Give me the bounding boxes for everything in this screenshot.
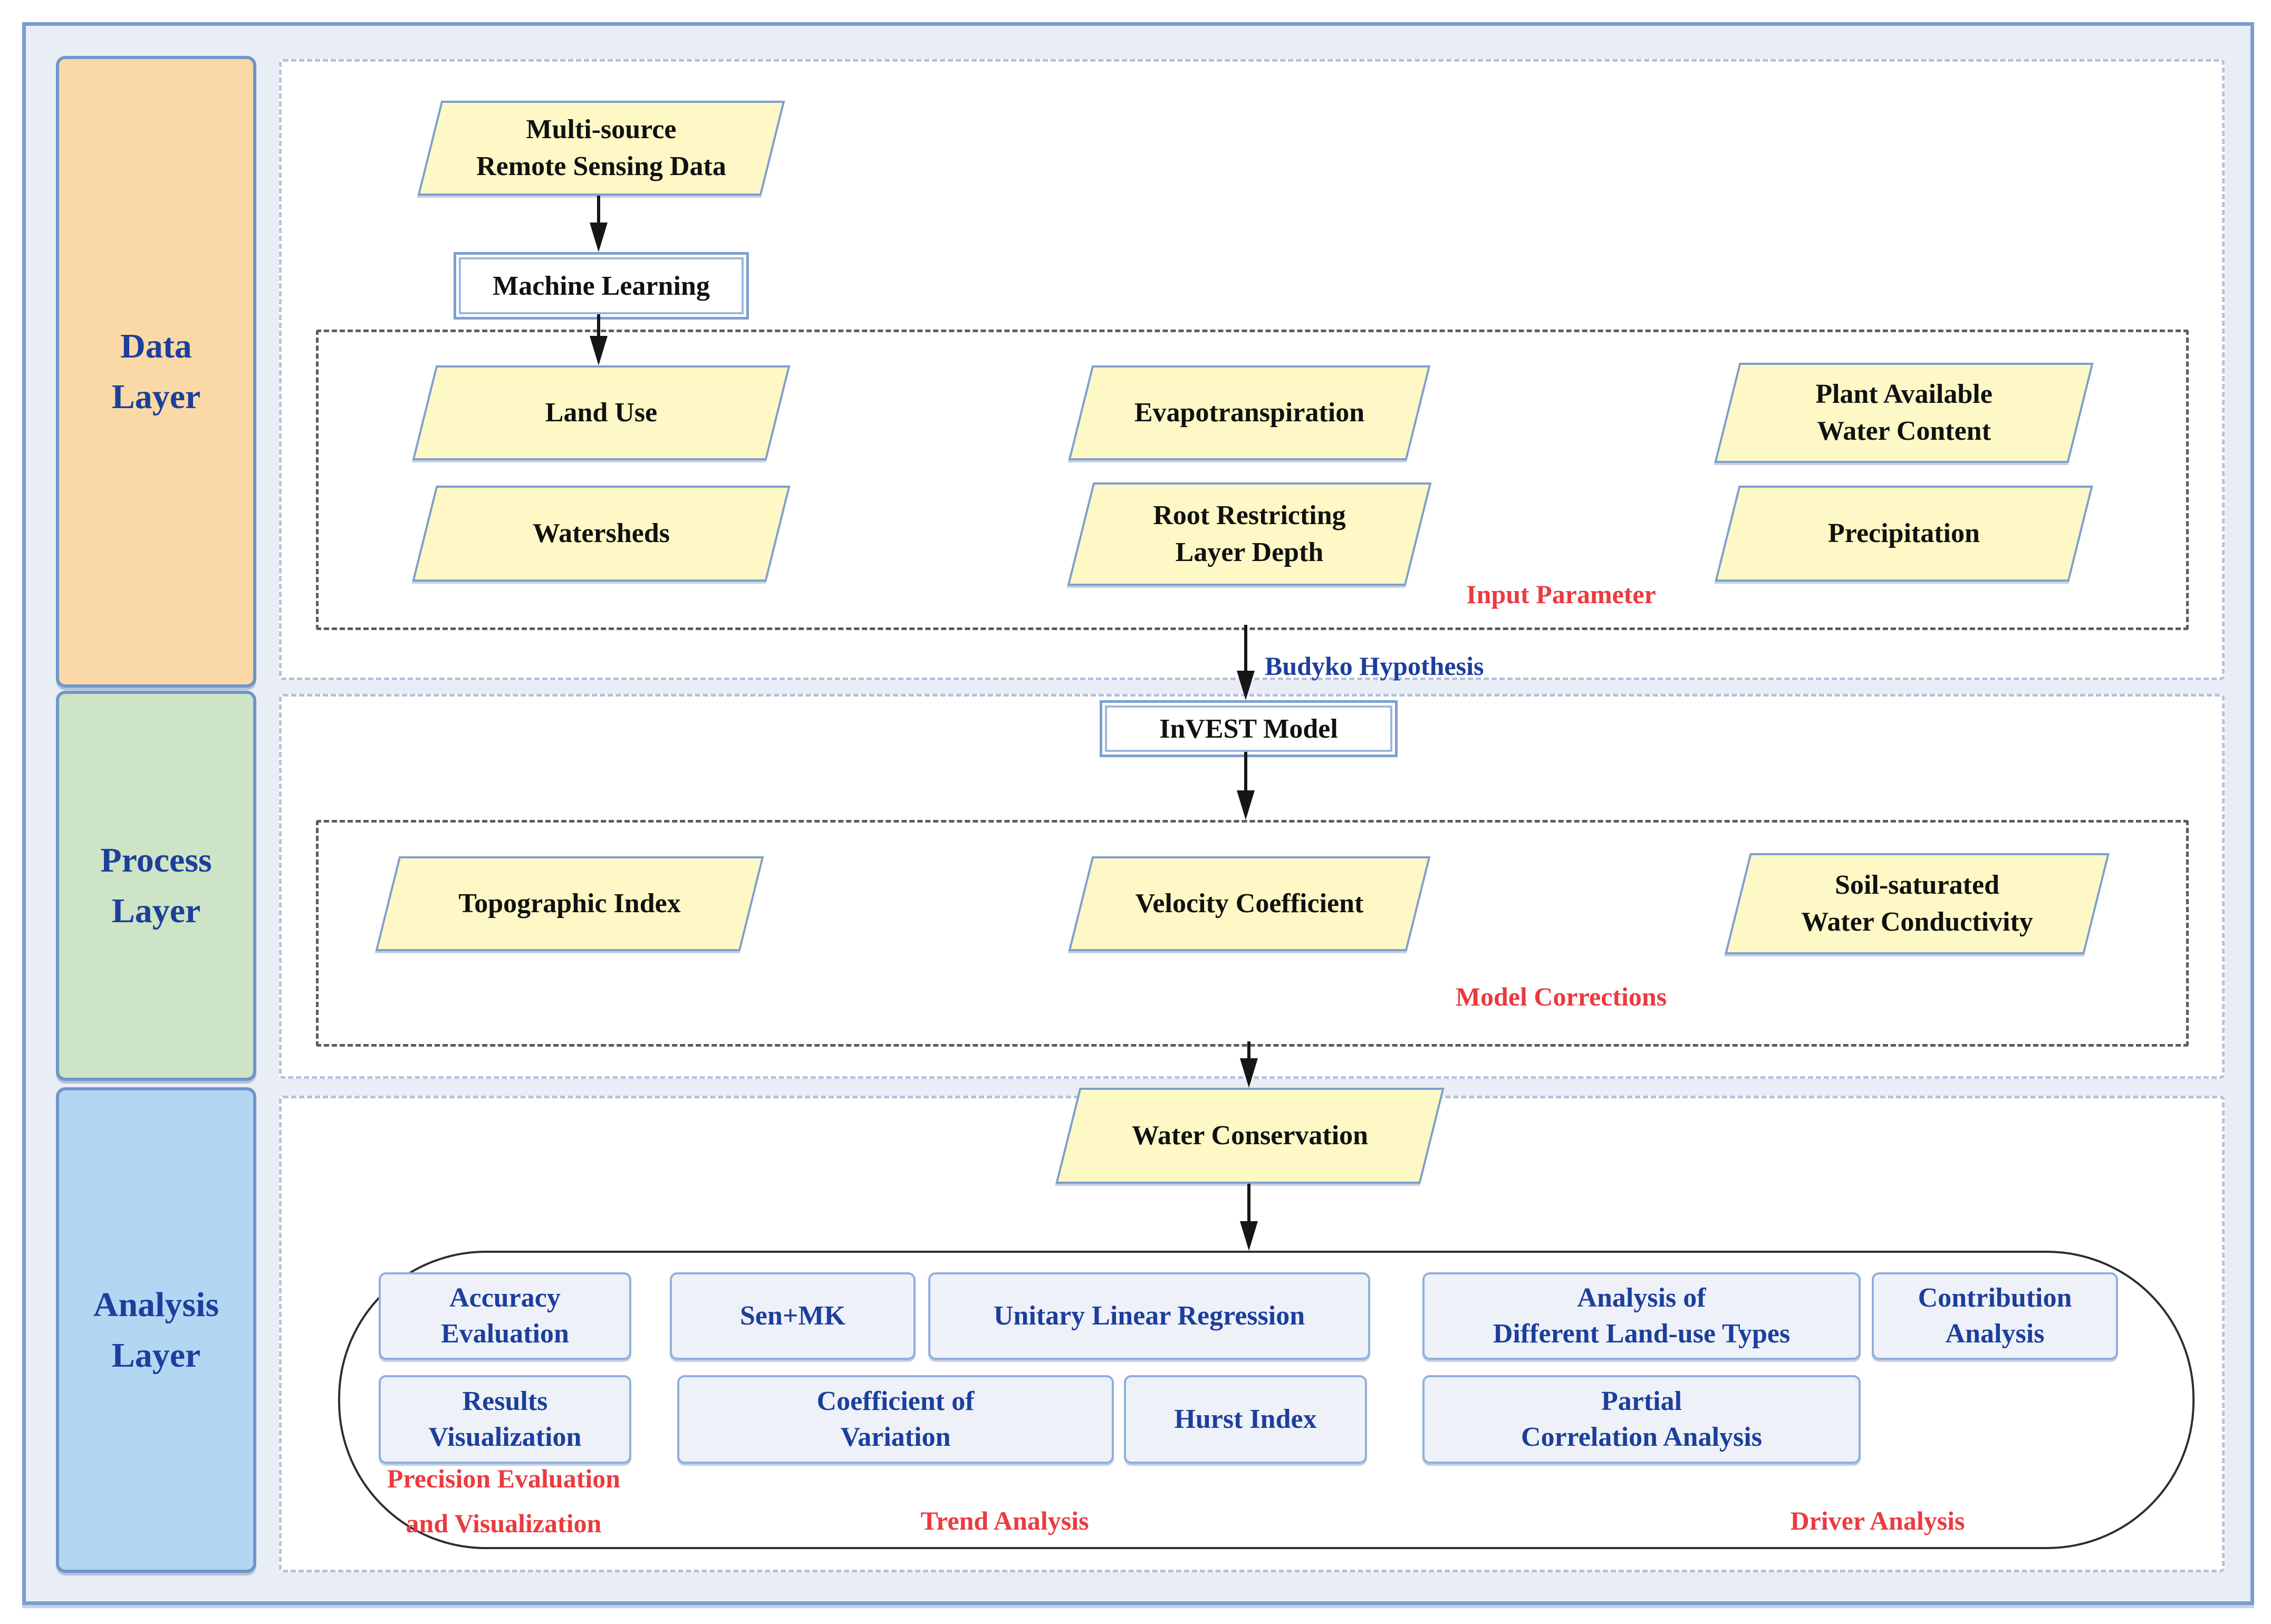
node-invest-model: InVEST Model: [1100, 700, 1398, 757]
process-layer-label: Process Layer: [100, 841, 212, 930]
arrowhead-icon: [1237, 790, 1255, 820]
arrowhead-icon: [1240, 1221, 1258, 1251]
box-sen-mk-label: Sen+MK: [739, 1301, 846, 1331]
box-contribution-analysis: Contribution Analysis: [1872, 1272, 2118, 1360]
node-watersheds: Watersheds: [411, 486, 791, 582]
arrow-multisource-to-ml: [590, 196, 608, 252]
precision-evaluation-caption: Precision Evaluation and Visualization: [387, 1464, 621, 1538]
box-analysis-landuse-types: Analysis of Different Land-use Types: [1422, 1272, 1861, 1360]
model-corrections-group: [316, 820, 2189, 1047]
node-multi-source-label: Multi-source Remote Sensing Data: [476, 114, 726, 181]
box-hurst-index-label: Hurst Index: [1174, 1404, 1317, 1435]
box-coefficient-of-variation: Coefficient of Variation: [677, 1375, 1114, 1464]
node-machine-learning-label: Machine Learning: [493, 270, 710, 301]
driver-analysis-caption: Driver Analysis: [1790, 1506, 1965, 1535]
data-layer-box: Data Layer: [56, 56, 256, 688]
node-multi-source: Multi-source Remote Sensing Data: [417, 101, 786, 196]
node-root-restricting: Root Restricting Layer Depth: [1067, 482, 1432, 586]
arrowhead-icon: [1237, 671, 1255, 700]
box-analysis-landuse-types-label: Analysis of Different Land-use Types: [1493, 1283, 1791, 1349]
node-velocity-coefficient: Velocity Coefficient: [1067, 856, 1431, 951]
model-corrections-caption: Model Corrections: [1455, 982, 1667, 1011]
arrow-ml-to-inputs: [590, 314, 608, 365]
box-accuracy-evaluation: Accuracy Evaluation: [379, 1272, 631, 1360]
node-plant-available-water: Plant Available Water Content: [1714, 363, 2094, 463]
box-hurst-index: Hurst Index: [1124, 1375, 1367, 1464]
box-results-visualization: Results Visualization: [379, 1375, 631, 1464]
node-soil-saturated: Soil-saturated Water Conductivity: [1725, 853, 2110, 954]
box-coefficient-of-variation-label: Coefficient of Variation: [816, 1386, 975, 1452]
box-accuracy-evaluation-label: Accuracy Evaluation: [441, 1283, 569, 1349]
box-results-visualization-label: Results Visualization: [428, 1386, 582, 1452]
arrow-corrections-to-conservation: [1240, 1041, 1258, 1088]
node-water-conservation-label: Water Conservation: [1131, 1120, 1369, 1151]
node-plant-available-water-label: Plant Available Water Content: [1815, 379, 1993, 446]
node-velocity-coefficient-label: Velocity Coefficient: [1135, 888, 1364, 919]
node-precipitation: Precipitation: [1714, 486, 2094, 582]
box-unitary-linear-regression: Unitary Linear Regression: [928, 1272, 1370, 1360]
node-precipitation-label: Precipitation: [1828, 518, 1980, 548]
arrow-invest-to-corrections: [1237, 752, 1255, 820]
arrow-inputs-to-invest: [1237, 625, 1255, 700]
node-root-restricting-label: Root Restricting Layer Depth: [1153, 500, 1346, 567]
node-invest-model-label: InVEST Model: [1159, 713, 1338, 744]
box-partial-correlation-label: Partial Correlation Analysis: [1521, 1386, 1762, 1452]
arrowhead-icon: [1240, 1058, 1258, 1088]
node-water-conservation: Water Conservation: [1055, 1088, 1445, 1184]
box-partial-correlation: Partial Correlation Analysis: [1422, 1375, 1861, 1464]
input-parameter-group: [316, 330, 2189, 630]
node-soil-saturated-label: Soil-saturated Water Conductivity: [1801, 869, 2033, 937]
arrow-conservation-to-analysis: [1240, 1184, 1258, 1251]
arrowhead-icon: [590, 223, 608, 252]
process-layer-box: Process Layer: [56, 691, 256, 1081]
arrowhead-icon: [590, 336, 608, 365]
budyko-hypothesis-caption: Budyko Hypothesis: [1265, 651, 1484, 681]
node-topographic-index: Topographic Index: [374, 856, 765, 951]
box-contribution-analysis-label: Contribution Analysis: [1918, 1283, 2072, 1349]
trend-analysis-caption: Trend Analysis: [920, 1506, 1089, 1535]
node-topographic-index-label: Topographic Index: [458, 888, 681, 919]
node-land-use: Land Use: [411, 365, 791, 460]
node-evapotranspiration-label: Evapotranspiration: [1134, 397, 1365, 428]
analysis-layer-label: Analysis Layer: [93, 1285, 219, 1375]
node-machine-learning: Machine Learning: [454, 252, 749, 320]
box-sen-mk: Sen+MK: [670, 1272, 916, 1360]
data-layer-label: Data Layer: [111, 327, 201, 416]
analysis-layer-box: Analysis Layer: [56, 1087, 256, 1573]
node-watersheds-label: Watersheds: [533, 518, 670, 548]
node-land-use-label: Land Use: [545, 397, 658, 428]
node-evapotranspiration: Evapotranspiration: [1067, 365, 1431, 460]
input-parameter-caption: Input Parameter: [1466, 579, 1656, 609]
box-unitary-linear-regression-label: Unitary Linear Regression: [993, 1301, 1305, 1331]
